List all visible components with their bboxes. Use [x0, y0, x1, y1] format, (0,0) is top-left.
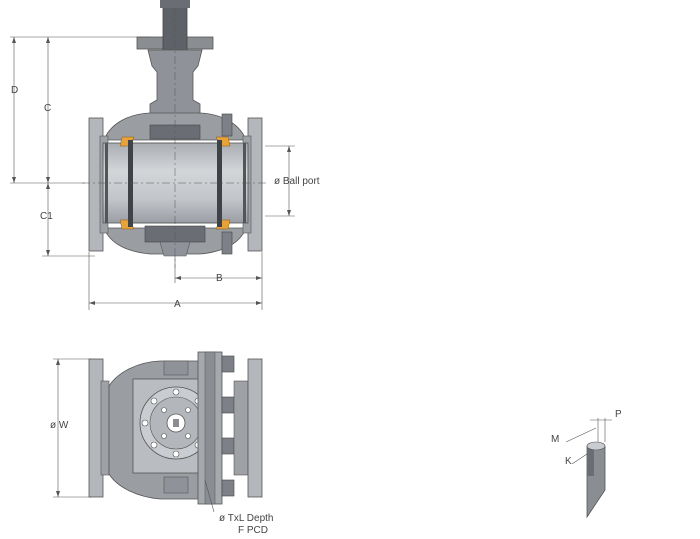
- dim-label-ball-port: ø Ball port: [274, 176, 320, 187]
- stem-end: [586, 441, 606, 451]
- bottom-boss: [163, 476, 189, 494]
- dim-label-w: ø W: [50, 420, 69, 431]
- pipe-end-left: [105, 143, 108, 223]
- dim-label-b: B: [216, 273, 223, 284]
- side-arrowheads: [56, 359, 60, 497]
- arrowheads: [12, 37, 291, 305]
- stem-detail-view: [565, 418, 612, 519]
- dim-label-p: P: [615, 409, 622, 420]
- column-bolts: [221, 355, 235, 497]
- bolt: [221, 231, 233, 255]
- dim-label-k: K: [565, 456, 572, 467]
- dim-label-txl-depth: ø TxL Depth: [219, 513, 273, 524]
- side-left-flange-hub: [100, 380, 110, 476]
- bonnet-flange-inner: [204, 351, 216, 505]
- seat-ring-right: [217, 140, 222, 227]
- seat-ring-left: [128, 140, 133, 227]
- front-dimensions: [10, 36, 295, 310]
- side-view: [88, 351, 263, 505]
- front-section-view: [82, 0, 268, 268]
- dim-label-c1: C1: [40, 211, 53, 222]
- side-dimensions: [53, 358, 215, 513]
- dim-label-a: A: [174, 299, 181, 310]
- top-boss: [163, 360, 189, 376]
- dim-label-m: M: [551, 434, 559, 445]
- dim-label-c: C: [44, 103, 51, 114]
- bolt: [221, 113, 233, 137]
- side-right-flange: [247, 358, 263, 498]
- stem-key-flat: [587, 446, 594, 476]
- dim-label-f-pcd: F PCD: [238, 525, 268, 536]
- dim-label-d: D: [11, 85, 18, 96]
- side-right-flange-hub: [233, 380, 249, 476]
- stem-key: [173, 419, 179, 427]
- stem-head: [160, 0, 190, 8]
